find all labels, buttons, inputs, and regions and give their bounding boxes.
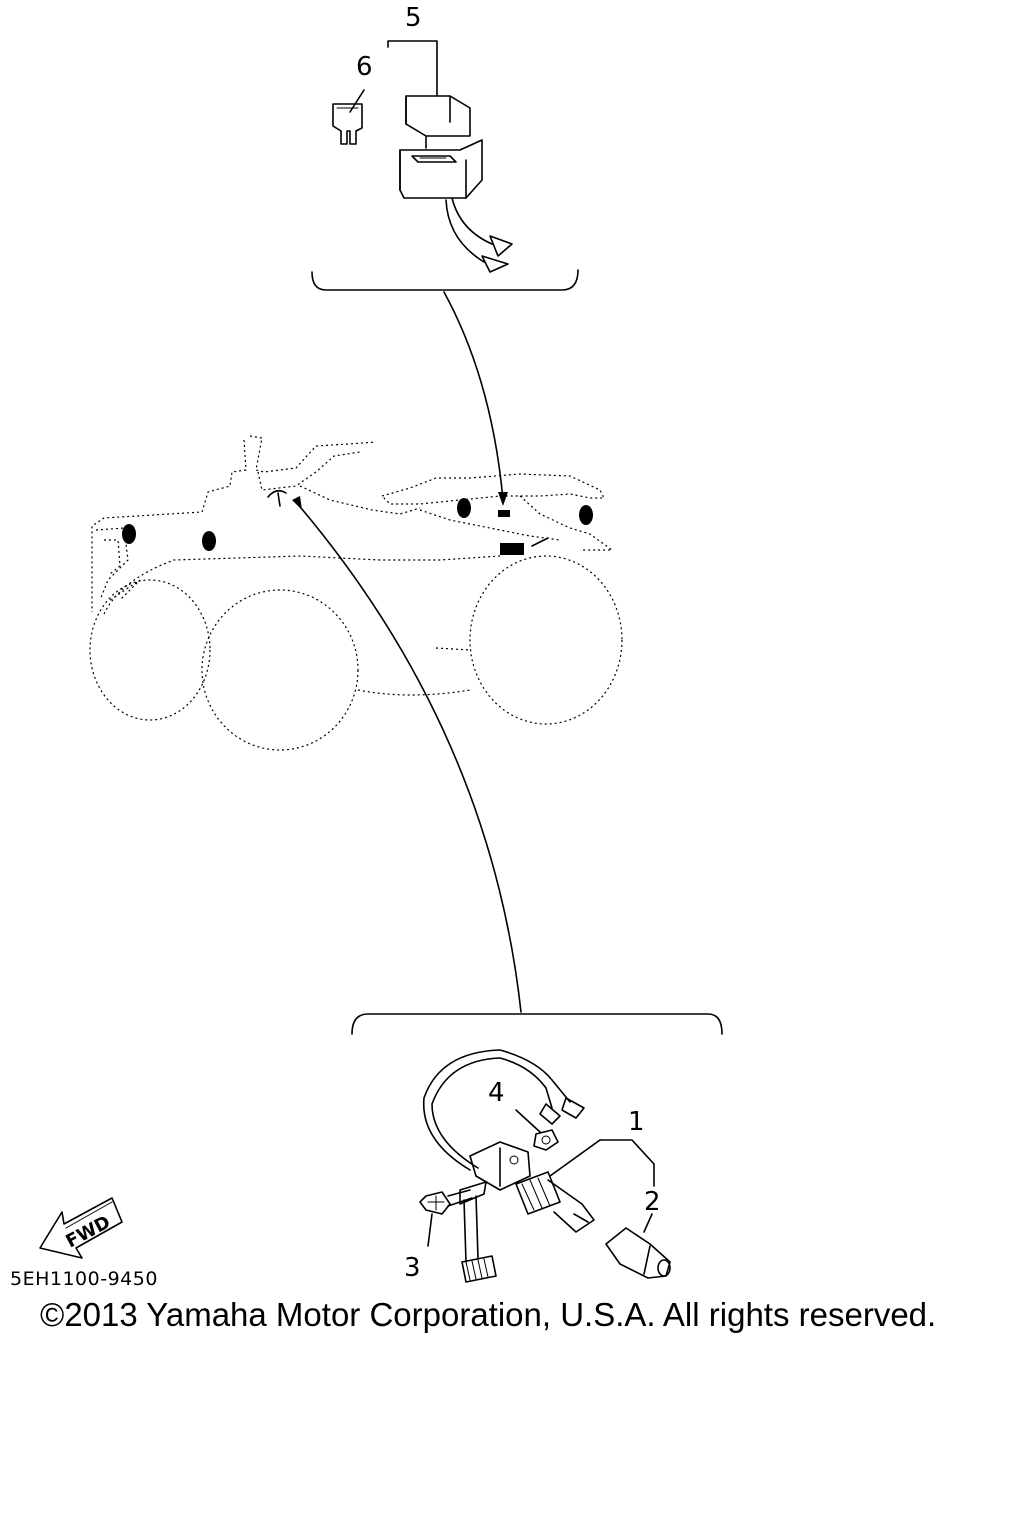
callout-5-leader (387, 40, 438, 96)
atv-outline (89, 435, 623, 751)
fuse-icon (332, 103, 363, 145)
fwd-label: FWD (62, 1212, 113, 1253)
cap-icon (605, 1227, 671, 1279)
callout-4: 4 (488, 1078, 505, 1108)
screw-icon (419, 1189, 473, 1215)
relay-icon (399, 95, 513, 273)
callout-3-leader (427, 1213, 433, 1247)
relay-location-leader (443, 291, 504, 501)
switch-assembly-group: 4 1 2 3 (292, 496, 723, 1283)
diagram-code: 5EH1100-9450 (10, 1268, 158, 1290)
callout-1-leader (549, 1139, 601, 1177)
switch-location-leader (295, 501, 522, 1013)
callout-2-leader (643, 1213, 653, 1233)
callout-2: 2 (644, 1187, 661, 1217)
callout-3: 3 (404, 1253, 421, 1283)
switch-icon (459, 1141, 595, 1283)
lower-group-bracket (351, 1013, 723, 1035)
callout-5: 5 (405, 3, 422, 33)
nut-icon (533, 1129, 559, 1151)
upper-group-bracket (311, 269, 579, 291)
callout-4-leader (515, 1109, 541, 1133)
fwd-arrow-icon: FWD (39, 1197, 123, 1259)
callout-6: 6 (356, 52, 373, 82)
copyright-notice: ©2013 Yamaha Motor Corporation, U.S.A. A… (40, 1296, 937, 1333)
callout-1: 1 (628, 1107, 645, 1137)
relay-assembly-group: 5 6 (311, 3, 579, 506)
callout-1-bracket (599, 1139, 655, 1187)
